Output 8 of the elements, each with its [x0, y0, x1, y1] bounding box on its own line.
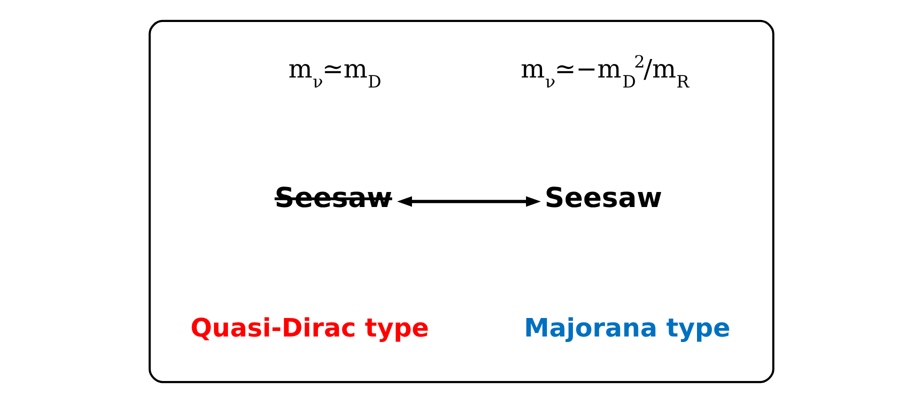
- label: m$_{ν}$≃−m$_{D}$$^{2}$/m$_{R}$: [520, 51, 689, 92]
- cluster: [148, 20, 774, 384]
- label: m$_{ν}$≃m$_{D}$: [288, 53, 381, 92]
- node-text: Seesaw: [274, 182, 392, 214]
- label: Quasi-Dirac type: [190, 312, 429, 343]
- node-text: Seesaw: [544, 182, 662, 214]
- label: Majorana type: [523, 312, 730, 343]
- arrow: [396, 196, 540, 207]
